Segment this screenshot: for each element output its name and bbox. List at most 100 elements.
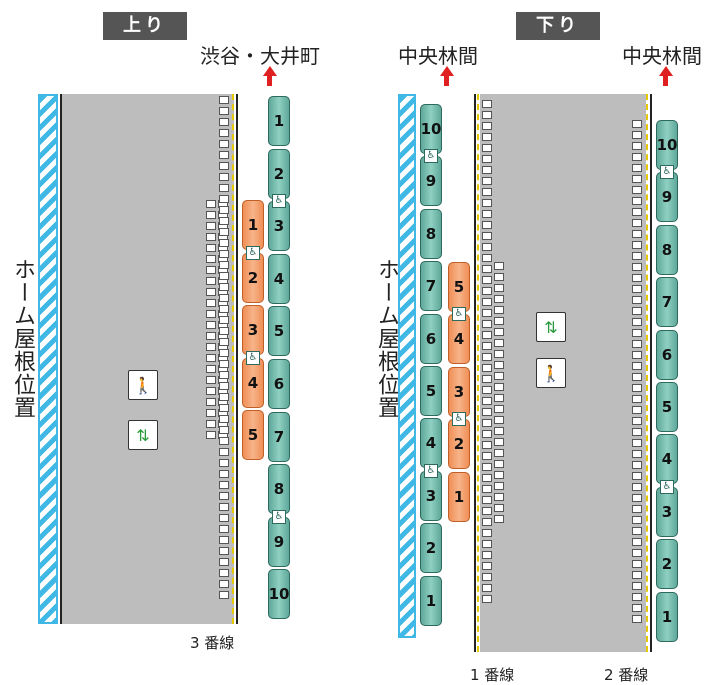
queue-marker <box>632 362 642 370</box>
queue-marker <box>632 516 642 524</box>
train-car: 7 <box>268 411 290 462</box>
queue-marker <box>206 299 216 307</box>
queue-marker <box>219 547 229 555</box>
queue-marker <box>482 342 492 350</box>
queue-marker <box>206 244 216 252</box>
queue-marker <box>494 504 504 512</box>
queue-marker <box>482 562 492 570</box>
platform-area-left <box>62 94 234 624</box>
train-car: 9 <box>420 156 442 207</box>
queue-marker <box>219 294 229 302</box>
queue-marker <box>632 340 642 348</box>
wheelchair-icon: ♿ <box>660 479 674 494</box>
direction-tag-up: 上り <box>103 12 187 40</box>
queue-marker <box>632 175 642 183</box>
queue-marker <box>206 376 216 384</box>
queue-marker <box>632 582 642 590</box>
queue-marker <box>482 331 492 339</box>
queue-marker <box>482 254 492 262</box>
queue-marker <box>632 538 642 546</box>
train-car: 8 <box>420 208 442 259</box>
queue-marker <box>494 350 504 358</box>
car-number: 5 <box>425 382 437 400</box>
queue-marker <box>632 230 642 238</box>
queue-marker <box>219 96 229 104</box>
wheelchair-icon: ♿ <box>452 307 466 322</box>
roof-hatch-right <box>398 94 416 638</box>
queue-marker <box>482 452 492 460</box>
queue-marker <box>494 273 504 281</box>
queue-marker <box>632 131 642 139</box>
queue-marker <box>206 211 216 219</box>
queue-marker <box>482 287 492 295</box>
queue-marker <box>219 140 229 148</box>
queue-marker <box>219 569 229 577</box>
queue-marker <box>494 361 504 369</box>
queue-marker <box>632 428 642 436</box>
queue-markers <box>206 200 228 442</box>
platform-edge-1 <box>474 94 476 652</box>
car-number: 2 <box>273 164 285 183</box>
queue-marker <box>482 430 492 438</box>
queue-marker <box>494 482 504 490</box>
queue-marker <box>482 353 492 361</box>
wheelchair-icon: ♿ <box>452 412 466 427</box>
queue-marker <box>219 272 229 280</box>
car-number: 3 <box>425 486 437 505</box>
queue-marker <box>632 384 642 392</box>
queue-marker <box>219 580 229 588</box>
queue-marker <box>494 339 504 347</box>
car-number: 7 <box>273 427 285 446</box>
stairs-icon: 🚶 <box>536 358 566 388</box>
wheelchair-icon: ♿ <box>424 149 438 164</box>
queue-marker <box>632 329 642 337</box>
queue-marker <box>482 232 492 240</box>
queue-marker <box>632 142 642 150</box>
queue-marker <box>494 493 504 501</box>
wheelchair-icon: ♿ <box>660 165 674 180</box>
car-number: 2 <box>425 539 437 558</box>
queue-marker <box>632 153 642 161</box>
queue-marker <box>494 295 504 303</box>
queue-marker <box>494 306 504 314</box>
car-number: 8 <box>273 480 285 499</box>
queue-marker <box>219 448 229 456</box>
queue-marker <box>219 107 229 115</box>
train-car: 1 <box>242 200 264 250</box>
queue-marker <box>219 371 229 379</box>
queue-marker <box>632 527 642 535</box>
train-car: 4 <box>242 357 264 408</box>
queue-marker <box>482 584 492 592</box>
queue-marker <box>482 122 492 130</box>
train-car: 4 <box>448 314 470 365</box>
train-car: 6 <box>268 359 290 409</box>
queue-marker <box>219 492 229 500</box>
platform-edge-2 <box>650 94 652 652</box>
car-number: 4 <box>273 269 285 288</box>
queue-marker <box>206 310 216 318</box>
train-car: 1 <box>656 591 678 642</box>
queue-marker <box>206 332 216 340</box>
queue-marker <box>482 320 492 328</box>
queue-marker <box>632 549 642 557</box>
queue-marker <box>482 243 492 251</box>
queue-markers <box>494 262 504 526</box>
queue-marker <box>219 360 229 368</box>
train-car: 10 <box>420 104 442 154</box>
queue-marker <box>632 406 642 414</box>
queue-marker <box>219 206 229 214</box>
car-number: 9 <box>273 532 285 551</box>
queue-marker <box>219 404 229 412</box>
car-number: 7 <box>425 277 437 296</box>
queue-marker <box>482 166 492 174</box>
queue-marker <box>206 277 216 285</box>
queue-marker <box>482 518 492 526</box>
queue-marker <box>632 615 642 623</box>
queue-marker <box>219 338 229 346</box>
roof-position-label-left: ホーム屋根位置 <box>10 258 35 419</box>
queue-marker <box>219 415 229 423</box>
direction-arrow-down-left <box>440 66 454 76</box>
queue-marker <box>219 514 229 522</box>
queue-marker <box>632 505 642 513</box>
queue-marker <box>632 593 642 601</box>
